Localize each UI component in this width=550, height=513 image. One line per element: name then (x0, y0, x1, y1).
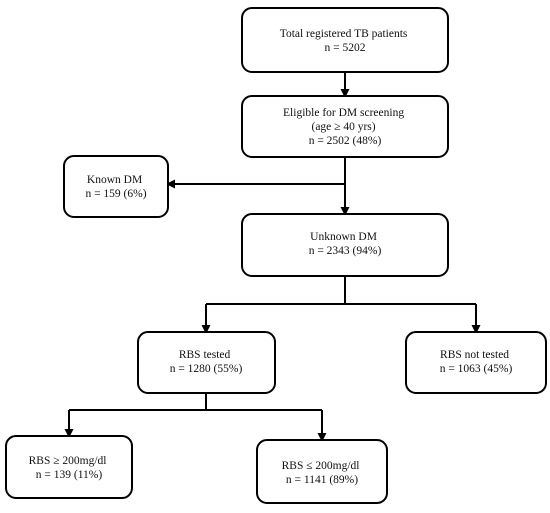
node-not-tested-line-1: RBS not tested (440, 349, 509, 361)
node-high-box (5, 435, 133, 499)
node-total: Total registered TB patients n = 5202 (241, 7, 449, 73)
node-high-line-2: n = 139 (11%) (36, 469, 103, 481)
node-unknown-line-1: Unknown DM (310, 231, 377, 243)
node-total-line-2: n = 5202 (325, 42, 366, 54)
svg-text:RBS ≤ 200mg/dl n = 1141: RBS ≤ 200mg/dl n = 1141 (89%) (282, 460, 363, 486)
svg-text:Unknown DM n = 2343 (94%: Unknown DM n = 2343 (94%) (309, 231, 382, 257)
node-known-line-1: Known DM (87, 174, 142, 186)
node-high: RBS ≥ 200mg/dl n = 139 (11%) (5, 435, 133, 499)
svg-text:RBS tested n = 1280 (55%: RBS tested n = 1280 (55%) (170, 349, 243, 375)
node-unknown-line-2: n = 2343 (94%) (309, 245, 382, 257)
node-known-box (63, 155, 169, 218)
node-eligible-line-1: Eligible for DM screening (283, 107, 404, 119)
node-not-tested: RBS not tested n = 1063 (45%) (405, 331, 547, 394)
node-not-tested-line-2: n = 1063 (45%) (440, 363, 513, 375)
node-total-line-1: Total registered TB patients (280, 28, 408, 40)
svg-text:Eligible for DM screening: Eligible for DM screening (age ≥ 40 yrs)… (283, 107, 407, 147)
node-known-line-2: n = 159 (6%) (85, 188, 146, 200)
connectors (64, 72, 481, 442)
node-tested-line-2: n = 1280 (55%) (170, 363, 243, 375)
svg-text:RBS ≥ 200mg/dl n = 139 (: RBS ≥ 200mg/dl n = 139 (11%) (29, 455, 110, 481)
node-high-line-1: RBS ≥ 200mg/dl (29, 455, 107, 467)
node-known: Known DM n = 159 (6%) (63, 155, 169, 218)
node-tested-line-1: RBS tested (179, 349, 231, 361)
node-eligible-line-3: n = 2502 (48%) (309, 135, 382, 147)
node-low-line-1: RBS ≤ 200mg/dl (282, 460, 360, 472)
node-eligible-line-2: (age ≥ 40 yrs) (312, 121, 376, 133)
svg-text:RBS not tested n = 1063: RBS not tested n = 1063 (45%) (440, 349, 513, 375)
node-low-box (256, 439, 388, 504)
node-eligible-box (241, 95, 449, 158)
node-total-box (241, 7, 449, 73)
svg-text:Total registered TB patients: Total registered TB patients n = 5202 (280, 28, 411, 54)
node-tested-box (137, 331, 276, 394)
node-unknown: Unknown DM n = 2343 (94%) (241, 213, 449, 277)
node-low: RBS ≤ 200mg/dl n = 1141 (89%) (256, 439, 388, 504)
node-tested: RBS tested n = 1280 (55%) (137, 331, 276, 394)
node-unknown-box (241, 213, 449, 277)
svg-text:Known DM n = 159 (6%): Known DM n = 159 (6%) (85, 174, 146, 200)
node-low-line-2: n = 1141 (89%) (286, 474, 358, 486)
node-eligible: Eligible for DM screening (age ≥ 40 yrs)… (241, 95, 449, 158)
node-not-tested-box (405, 331, 547, 394)
